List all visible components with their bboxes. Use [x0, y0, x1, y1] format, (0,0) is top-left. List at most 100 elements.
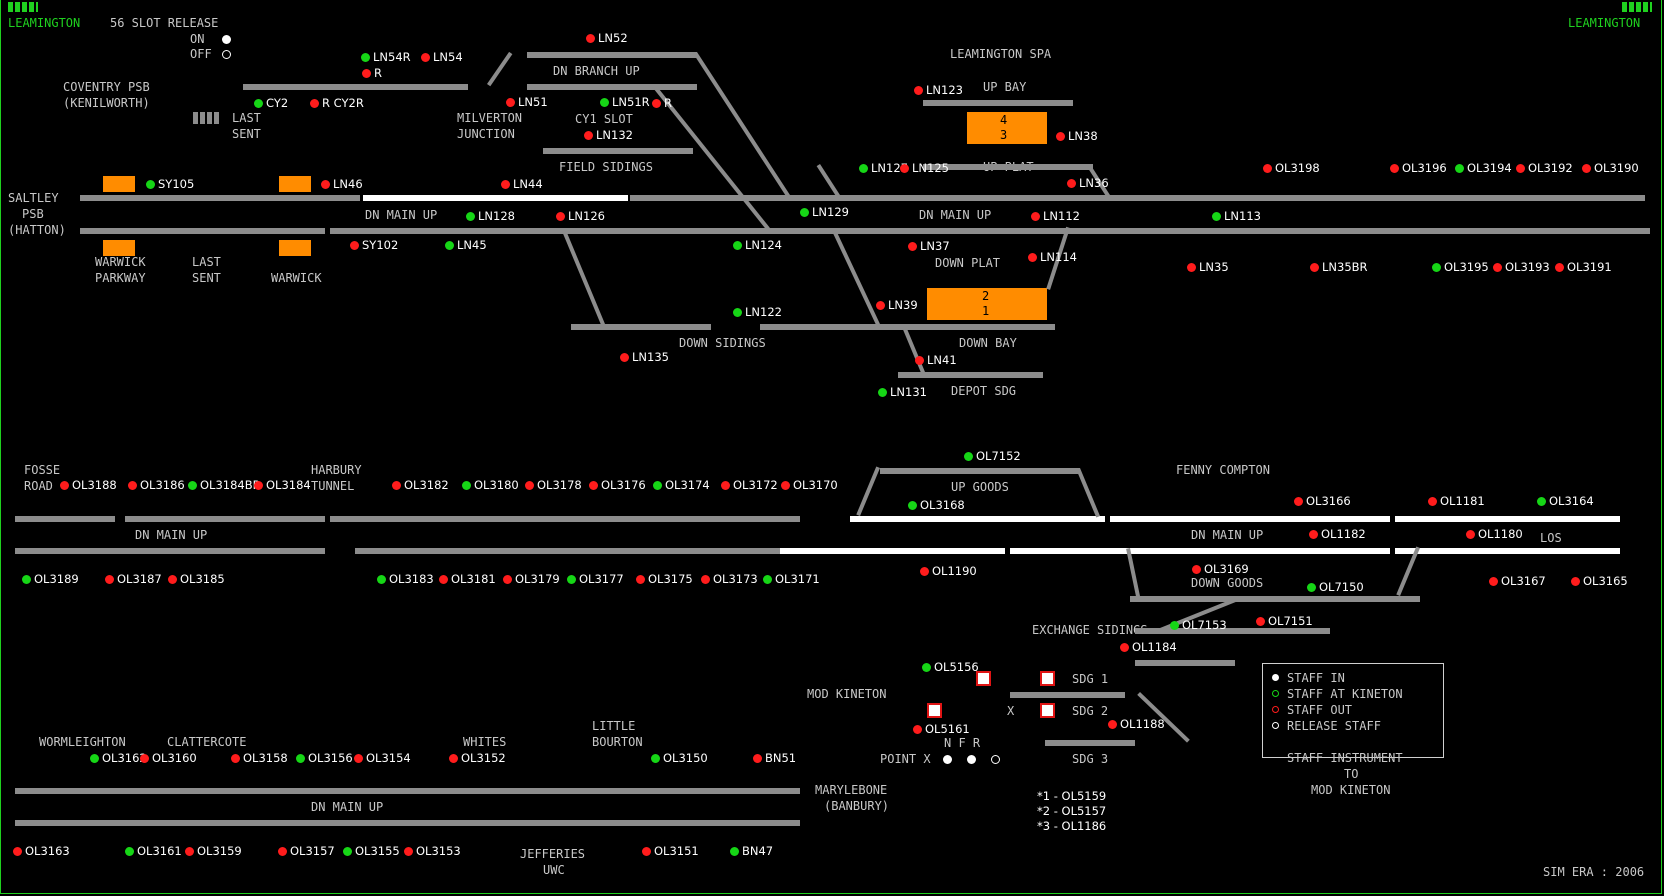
- signal-ln39[interactable]: LN39: [888, 298, 918, 312]
- signal-aspect-icon[interactable]: [1537, 497, 1546, 506]
- signal-aspect-icon[interactable]: [445, 241, 454, 250]
- track-section[interactable]: [363, 195, 628, 201]
- signal-ol3182[interactable]: OL3182: [404, 478, 449, 492]
- signal-ln46[interactable]: LN46: [333, 177, 363, 191]
- signal-aspect-icon[interactable]: [1455, 164, 1464, 173]
- signal-ol3156[interactable]: OL3156: [308, 751, 353, 765]
- track-section[interactable]: [1150, 195, 1645, 201]
- signal-aspect-icon[interactable]: [721, 481, 730, 490]
- signal-aspect-icon[interactable]: [361, 53, 370, 62]
- signal-aspect-icon[interactable]: [908, 501, 917, 510]
- track-section[interactable]: [780, 548, 1005, 554]
- signal-r-cy2r[interactable]: R CY2R: [322, 96, 364, 110]
- signal-ol3181[interactable]: OL3181: [451, 572, 496, 586]
- track-section[interactable]: [1395, 548, 1620, 554]
- signal-ln52[interactable]: LN52: [598, 31, 628, 45]
- signal-aspect-icon[interactable]: [362, 69, 371, 78]
- signal-ln128[interactable]: LN128: [478, 209, 515, 223]
- signal-ol3183[interactable]: OL3183: [389, 572, 434, 586]
- signal-ol3193[interactable]: OL3193: [1505, 260, 1550, 274]
- off-indicator[interactable]: [222, 50, 231, 59]
- signal-aspect-icon[interactable]: [140, 754, 149, 763]
- sdg2-square[interactable]: [1040, 703, 1055, 718]
- signal-ol3178[interactable]: OL3178: [537, 478, 582, 492]
- track-section[interactable]: [330, 228, 1650, 234]
- signal-aspect-icon[interactable]: [1390, 164, 1399, 173]
- signal-ol1181[interactable]: OL1181: [1440, 494, 1485, 508]
- signal-ln126[interactable]: LN126: [568, 209, 605, 223]
- signal-ln38[interactable]: LN38: [1068, 129, 1098, 143]
- signal-aspect-icon[interactable]: [859, 164, 868, 173]
- signal-ol3172[interactable]: OL3172: [733, 478, 778, 492]
- signal-ol3161[interactable]: OL3161: [137, 844, 182, 858]
- signal-aspect-icon[interactable]: [1309, 530, 1318, 539]
- track-section[interactable]: [15, 516, 115, 522]
- signal-ol7153[interactable]: OL7153: [1182, 618, 1227, 632]
- signal-aspect-icon[interactable]: [652, 99, 661, 108]
- signal-ol3165[interactable]: OL3165: [1583, 574, 1628, 588]
- signal-ol3171[interactable]: OL3171: [775, 572, 820, 586]
- signal-ln131[interactable]: LN131: [890, 385, 927, 399]
- signal-ol3173[interactable]: OL3173: [713, 572, 758, 586]
- signal-aspect-icon[interactable]: [1263, 164, 1272, 173]
- signal-ol3170[interactable]: OL3170: [793, 478, 838, 492]
- signal-aspect-icon[interactable]: [922, 663, 931, 672]
- signal-aspect-icon[interactable]: [1056, 132, 1065, 141]
- track-section[interactable]: [80, 228, 325, 234]
- signal-ln129[interactable]: LN129: [812, 205, 849, 219]
- signal-aspect-icon[interactable]: [1466, 530, 1475, 539]
- signal-aspect-icon[interactable]: [128, 481, 137, 490]
- signal-ol3198[interactable]: OL3198: [1275, 161, 1320, 175]
- signal-aspect-icon[interactable]: [421, 53, 430, 62]
- signal-ol5156[interactable]: OL5156: [934, 660, 979, 674]
- berth-sy105[interactable]: [103, 176, 135, 192]
- ol5156-square[interactable]: [976, 671, 991, 686]
- signal-aspect-icon[interactable]: [653, 481, 662, 490]
- signal-aspect-icon[interactable]: [1582, 164, 1591, 173]
- signal-aspect-icon[interactable]: [185, 847, 194, 856]
- signal-aspect-icon[interactable]: [278, 847, 287, 856]
- signal-ol7151[interactable]: OL7151: [1268, 614, 1313, 628]
- signal-ln113[interactable]: LN113: [1224, 209, 1261, 223]
- signal-aspect-icon[interactable]: [1432, 263, 1441, 272]
- signal-aspect-icon[interactable]: [1493, 263, 1502, 272]
- signal-aspect-icon[interactable]: [620, 353, 629, 362]
- signal-aspect-icon[interactable]: [781, 481, 790, 490]
- signal-aspect-icon[interactable]: [1555, 263, 1564, 272]
- signal-ol3176[interactable]: OL3176: [601, 478, 646, 492]
- signal-ln127[interactable]: LN127: [871, 161, 908, 175]
- signal-aspect-icon[interactable]: [651, 754, 660, 763]
- signal-ln36[interactable]: LN36: [1079, 176, 1109, 190]
- track-section[interactable]: [923, 100, 1073, 106]
- track-section[interactable]: [527, 84, 697, 90]
- signal-aspect-icon[interactable]: [915, 356, 924, 365]
- signal-ol3179[interactable]: OL3179: [515, 572, 560, 586]
- signal-ol1180[interactable]: OL1180: [1478, 527, 1523, 541]
- track-section[interactable]: [243, 84, 468, 90]
- signal-ln135[interactable]: LN135: [632, 350, 669, 364]
- signal-aspect-icon[interactable]: [600, 98, 609, 107]
- signal-aspect-icon[interactable]: [105, 575, 114, 584]
- signal-ol1190[interactable]: OL1190: [932, 564, 977, 578]
- signal-aspect-icon[interactable]: [343, 847, 352, 856]
- signal-aspect-icon[interactable]: [1310, 263, 1319, 272]
- signal-aspect-icon[interactable]: [1192, 565, 1201, 574]
- on-indicator[interactable]: [222, 35, 231, 44]
- signal-ln35[interactable]: LN35: [1199, 260, 1229, 274]
- track-section[interactable]: [80, 195, 360, 201]
- signal-aspect-icon[interactable]: [146, 180, 155, 189]
- track-section[interactable]: [850, 324, 1055, 330]
- signal-aspect-icon[interactable]: [900, 164, 909, 173]
- signal-sy102[interactable]: SY102: [362, 238, 399, 252]
- berth-up-bay[interactable]: [967, 112, 1047, 144]
- signal-ol3195[interactable]: OL3195: [1444, 260, 1489, 274]
- signal-aspect-icon[interactable]: [1571, 577, 1580, 586]
- signal-ol3196[interactable]: OL3196: [1402, 161, 1447, 175]
- signal-aspect-icon[interactable]: [231, 754, 240, 763]
- signal-aspect-icon[interactable]: [1294, 497, 1303, 506]
- signal-aspect-icon[interactable]: [310, 99, 319, 108]
- signal-aspect-icon[interactable]: [350, 241, 359, 250]
- signal-ol3169[interactable]: OL3169: [1204, 562, 1249, 576]
- track-section[interactable]: [1010, 692, 1125, 698]
- signal-aspect-icon[interactable]: [125, 847, 134, 856]
